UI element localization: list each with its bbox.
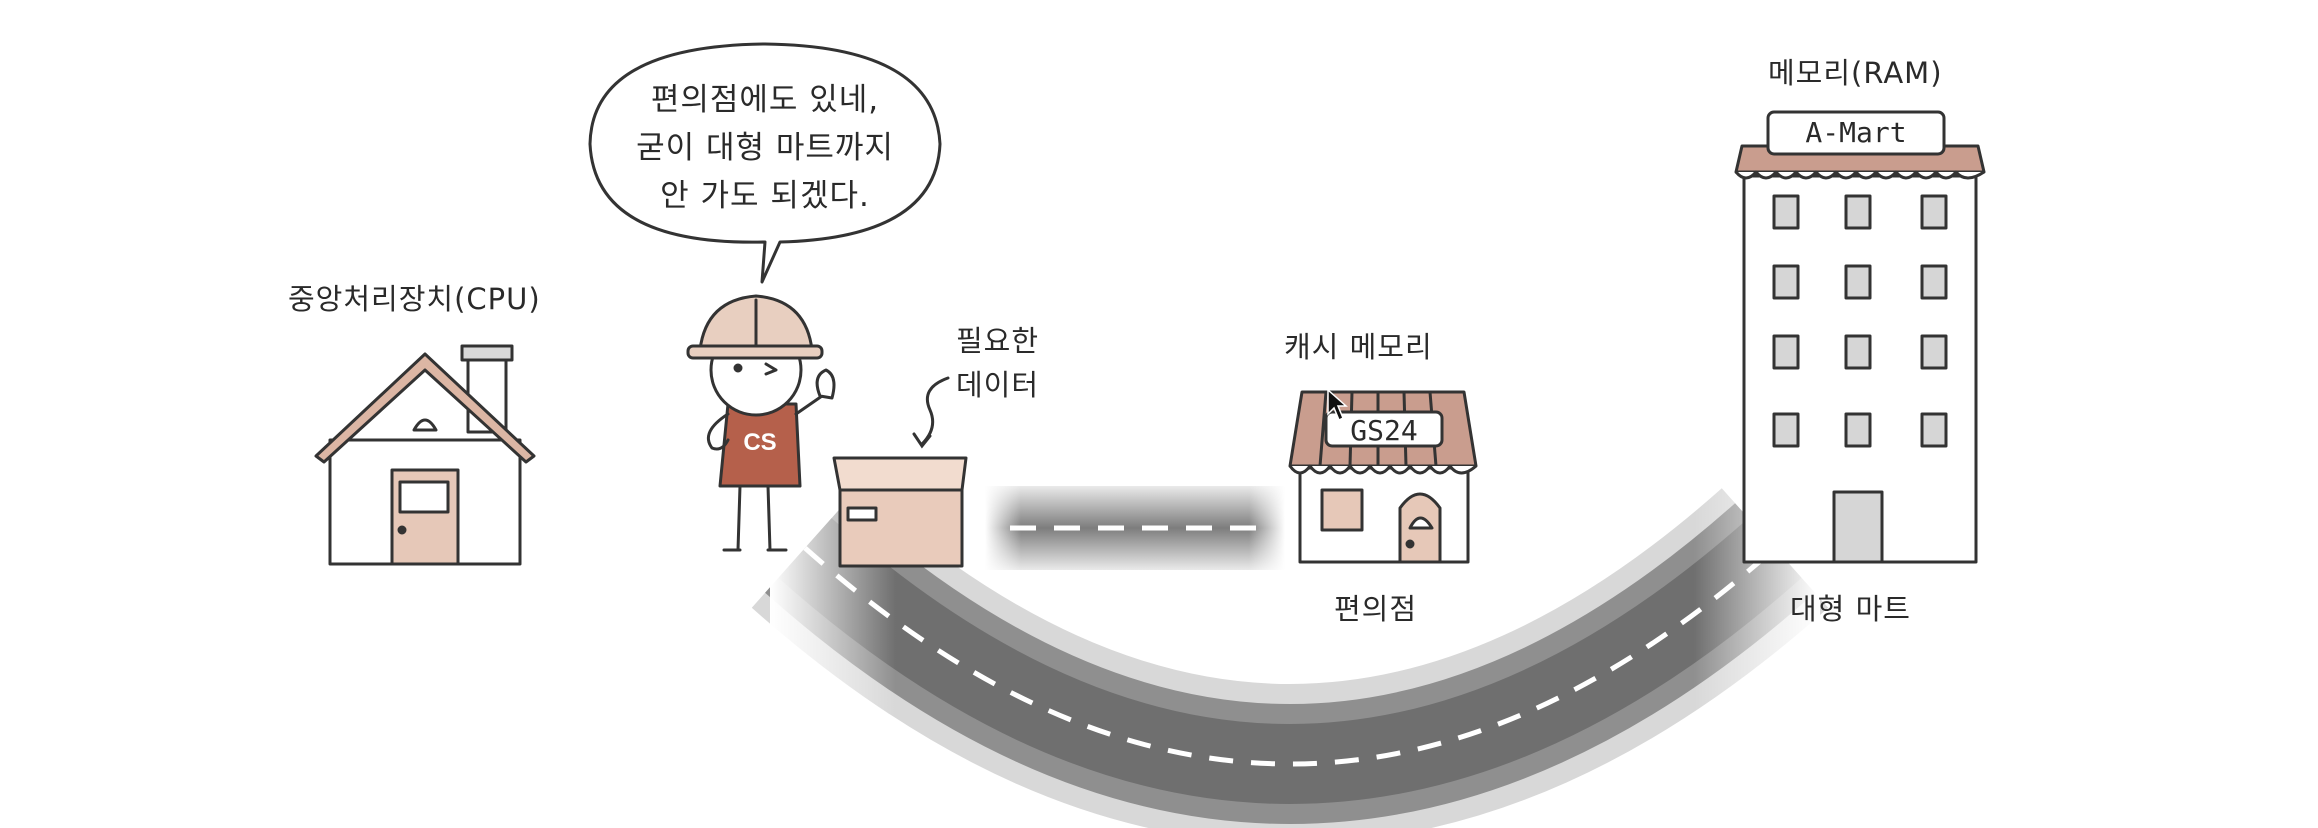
data-box: [832, 456, 968, 568]
mart-building-illustration: [1734, 110, 1986, 564]
data-pointer-arrow: [912, 376, 950, 449]
speech-line-3: 안 가도 되겠다.: [660, 178, 870, 214]
mouse-cursor-icon: [1327, 388, 1348, 422]
shirt-cs-text: CS: [743, 429, 776, 456]
speech-bubble-text: 편의점에도 있네, 굳이 대형 마트까지 안 가도 되겠다.: [580, 76, 950, 220]
gs24-sign-text: GS24: [1350, 414, 1418, 447]
a-mart-sign-text: A-Mart: [1805, 116, 1907, 149]
speech-line-2: 굳이 대형 마트까지: [636, 130, 894, 166]
speech-bubble-shape: [588, 42, 942, 284]
convenience-store-illustration: [1288, 390, 1478, 564]
cpu-house-illustration: [314, 344, 536, 566]
speech-line-1: 편의점에도 있네,: [650, 82, 880, 118]
cache-memory-label: 캐시 메모리: [1284, 330, 1433, 364]
needed-data-label-line-2: 데이터: [956, 368, 1040, 402]
needed-data-label-line-1: 필요한: [956, 324, 1040, 358]
cpu-label: 중앙처리장치(CPU): [288, 282, 541, 316]
short-road: [985, 486, 1285, 570]
long-road: [751, 480, 1829, 828]
memory-ram-label: 메모리(RAM): [1768, 56, 1943, 90]
cs-character: [686, 294, 836, 552]
big-mart-label: 대형 마트: [1790, 592, 1911, 626]
convenience-store-label: 편의점: [1334, 592, 1418, 626]
